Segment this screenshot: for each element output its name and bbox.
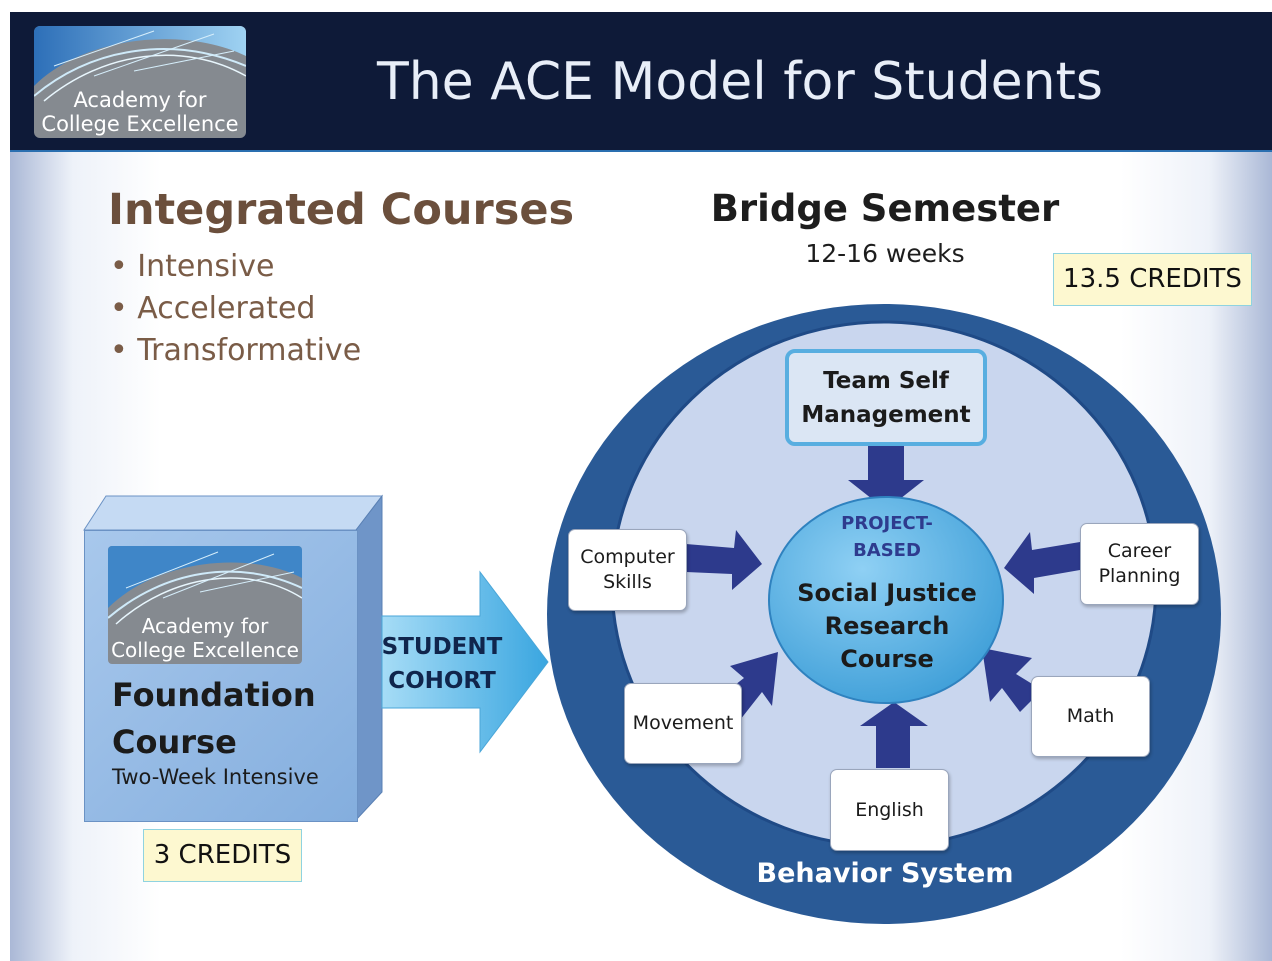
node-computer-skills: Computer Skills	[568, 529, 687, 611]
integrated-courses-list: • Intensive • Accelerated • Transformati…	[110, 246, 361, 372]
header-bar: Academy for College Excellence The ACE M…	[10, 12, 1272, 152]
foundation-credits-badge: 3 CREDITS	[143, 829, 302, 882]
project-tag-line2: BASED	[853, 540, 921, 561]
foundation-logo-arc-graphic	[108, 546, 302, 625]
node-movement: Movement	[624, 683, 742, 764]
bridge-semester-duration: 12-16 weeks	[805, 239, 965, 268]
logo-text-line1: Academy for	[73, 88, 207, 112]
logo-arc-graphic	[34, 26, 246, 102]
bullet-accelerated: • Accelerated	[110, 291, 316, 326]
node-career-planning: Career Planning	[1080, 523, 1199, 605]
foundation-logo-line2: College Excellence	[111, 638, 299, 662]
team-line2: Management	[801, 401, 971, 428]
cohort-line1: STUDENT	[381, 634, 503, 660]
course-line1: Social Justice	[797, 579, 977, 607]
bullet-transformative: • Transformative	[110, 333, 362, 368]
foundation-title-line2: Course	[112, 723, 237, 761]
foundation-course-title: Foundation Course	[112, 672, 352, 766]
course-line3: Course	[840, 645, 934, 673]
student-cohort-label: STUDENT COHORT	[378, 630, 506, 698]
course-name: Social Justice Research Course	[780, 577, 994, 676]
page-title: The ACE Model for Students	[376, 52, 1104, 112]
slide: Academy for College Excellence The ACE M…	[10, 12, 1272, 961]
center-course-circle	[768, 496, 1004, 704]
arrow-math-to-center	[982, 648, 1042, 712]
foundation-box-top	[83, 495, 384, 531]
team-line1: Team Self	[823, 367, 949, 394]
foundation-title-line1: Foundation	[112, 676, 316, 714]
logo-text-line2: College Excellence	[41, 112, 239, 136]
bridge-semester-heading: Bridge Semester	[710, 187, 1060, 230]
foundation-course-subtitle: Two-Week Intensive	[112, 765, 319, 789]
diagram-graphics	[83, 304, 1221, 924]
foundation-ace-logo: Academy for College Excellence	[108, 546, 302, 664]
bridge-credits-badge: 13.5 CREDITS	[1053, 253, 1252, 306]
integrated-courses-heading: Integrated Courses	[108, 185, 575, 235]
arrow-computer-to-center	[686, 530, 762, 590]
team-self-management-box: Team Self Management	[785, 349, 987, 446]
foundation-logo-line1: Academy for	[141, 614, 269, 638]
career-line2: Planning	[1098, 565, 1181, 587]
student-cohort-arrow	[381, 570, 549, 754]
ace-logo: Academy for College Excellence	[34, 26, 246, 138]
arrow-career-to-center	[1004, 532, 1080, 594]
node-english: English	[830, 769, 949, 851]
behavior-system-label: Behavior System	[756, 858, 1014, 889]
bullet-intensive: • Intensive	[110, 249, 275, 284]
node-math: Math	[1031, 676, 1150, 757]
project-tag-line1: PROJECT-	[841, 513, 933, 534]
course-line2: Research	[824, 612, 950, 640]
career-line1: Career	[1107, 540, 1172, 562]
arrow-team-to-center	[848, 438, 924, 510]
computer-line2: Skills	[603, 571, 652, 593]
center-course-label: PROJECT- BASED Social Justice Research C…	[780, 510, 994, 676]
computer-line1: Computer	[580, 546, 675, 568]
arrow-english-to-center	[860, 702, 928, 768]
cohort-line2: COHORT	[388, 668, 496, 694]
